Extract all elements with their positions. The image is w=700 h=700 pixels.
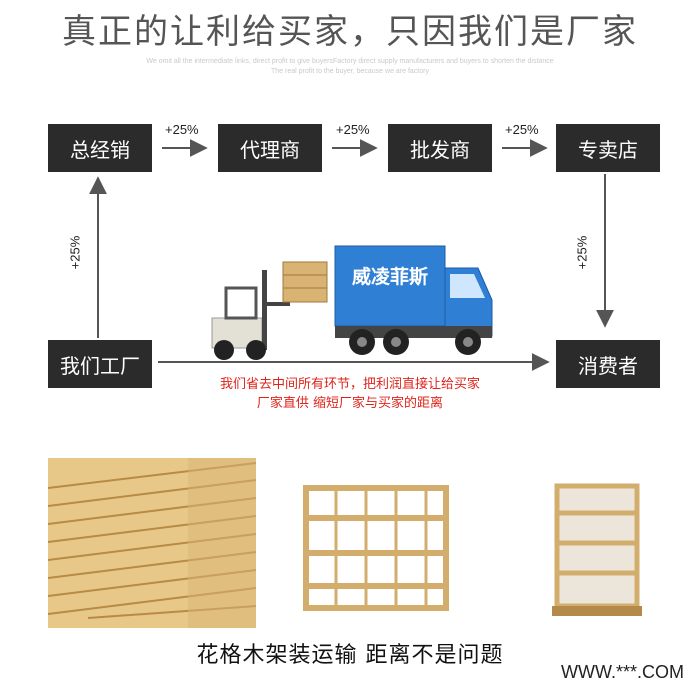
- shipping-caption: 花格木架装运输 距离不是问题: [196, 643, 504, 668]
- markup-label-1: +25%: [165, 122, 199, 137]
- node-agent: 代理商: [218, 124, 322, 172]
- truck-brand-label: 威凌菲斯: [351, 266, 428, 288]
- flow-arrows: [89, 139, 614, 371]
- markup-label-2: +25%: [336, 122, 370, 137]
- direct-supply-note-line2: 厂家直供 缩短厂家与买家的距离: [256, 396, 444, 411]
- wooden-crate-image: [272, 458, 480, 628]
- markup-label-3: +25%: [505, 122, 539, 137]
- headline-subtitle-line1: We omit all the intermediate links, dire…: [146, 58, 554, 65]
- packaged-crate-image: [512, 458, 652, 628]
- node-store: 专卖店: [556, 124, 660, 172]
- node-general-sales: 总经销: [48, 124, 152, 172]
- markup-label-store: +25%: [574, 235, 590, 270]
- lumber-stack-image: [48, 458, 256, 628]
- node-factory: 我们工厂: [48, 340, 152, 388]
- node-wholesaler: 批发商: [388, 124, 492, 172]
- markup-label-factory: +25%: [67, 235, 83, 270]
- direct-supply-note-line1: 我们省去中间所有环节，把利润直接让给买家: [219, 377, 480, 392]
- page-headline: 真正的让利给买家，只因我们是厂家: [62, 12, 638, 52]
- truck-illustration: [334, 245, 493, 355]
- forklift-illustration: [211, 261, 328, 360]
- website-watermark: WWW.***.COM: [561, 662, 684, 682]
- headline-subtitle-line2: The real profit to the buyer, because we…: [271, 68, 429, 75]
- node-consumer: 消费者: [556, 340, 660, 388]
